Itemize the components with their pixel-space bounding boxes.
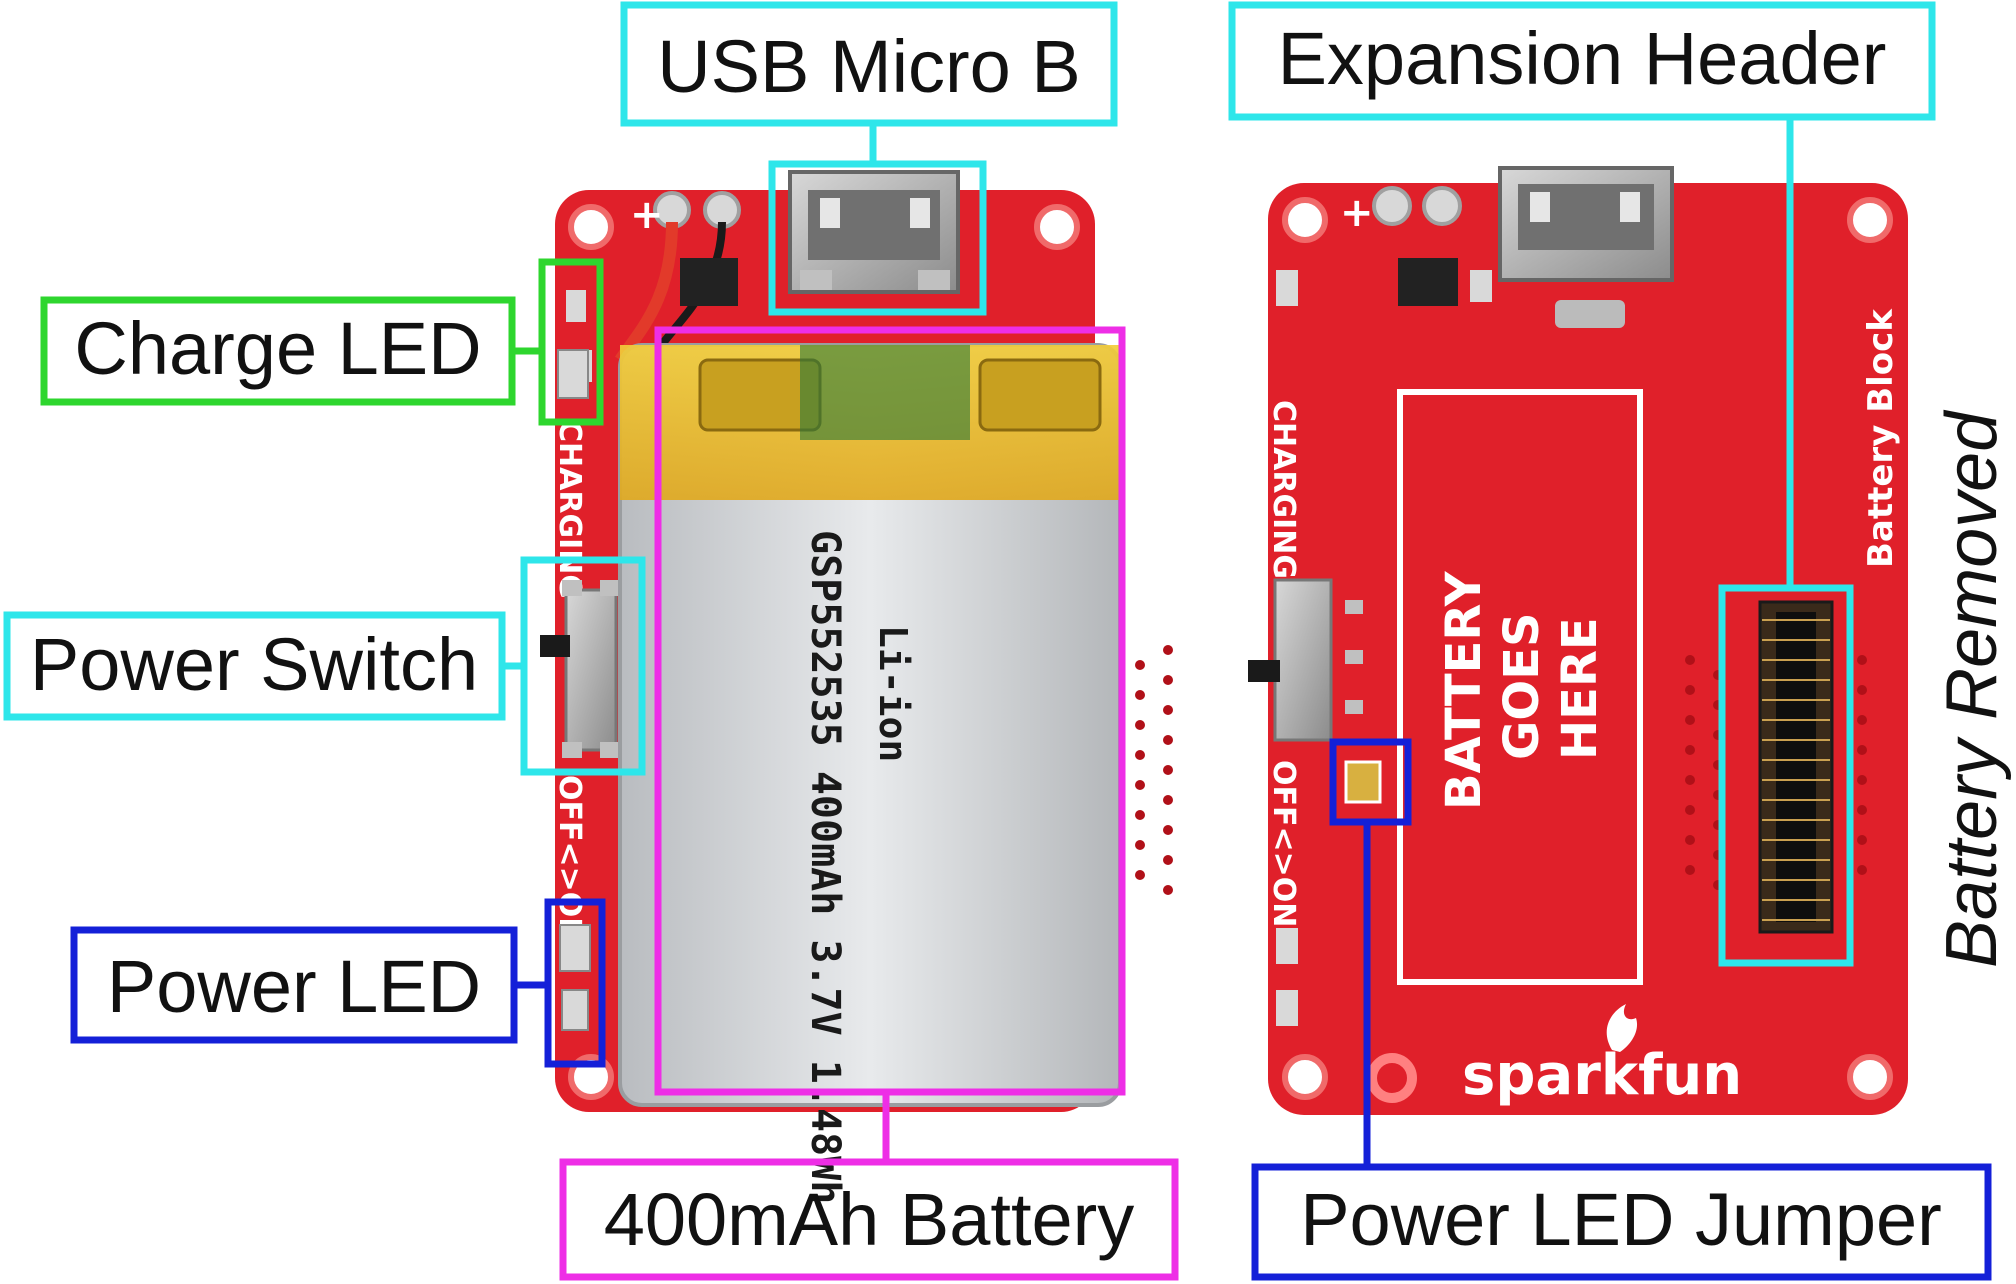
mounting-hole <box>1847 197 1893 243</box>
usb-callout-box <box>620 1 1118 127</box>
usb-connector-right <box>1498 166 1674 328</box>
mounting-hole <box>1847 1054 1893 1100</box>
battery-cell <box>618 343 1122 1107</box>
mounting-hole <box>1282 1054 1328 1100</box>
power-switch-component <box>540 580 620 758</box>
label-charge-led: Charge LED <box>74 307 481 390</box>
mounting-hole <box>1282 197 1328 243</box>
charger-ic-right <box>1398 258 1458 306</box>
power-switch-component-right <box>1248 578 1363 742</box>
expansion-highlight <box>1718 584 1854 967</box>
battery-pad <box>703 191 741 229</box>
sparkfun-flame-icon <box>1606 1004 1638 1052</box>
power-led-jumper-pads <box>1344 760 1382 804</box>
power-led-resistor-right <box>1276 990 1298 1026</box>
sparkfun-wordmark: sparkfun <box>1462 1043 1742 1108</box>
label-usb-micro-b: USB Micro B <box>657 25 1081 108</box>
via-field-left <box>1135 645 1173 895</box>
power-led-resistor <box>561 989 589 1031</box>
mounting-hole <box>568 204 614 250</box>
power-led-component-right <box>1276 928 1298 964</box>
silk-battery-block-right: Battery Block <box>1861 308 1901 568</box>
silk-battery-goes-here-3: HERE <box>1552 617 1608 760</box>
battery-outline <box>1397 389 1643 985</box>
silk-battery-goes-here-1: BATTERY <box>1436 570 1492 810</box>
battery-pad <box>1422 186 1462 226</box>
label-power-switch: Power Switch <box>30 623 478 706</box>
silk-plus-right: + <box>1340 190 1374 236</box>
right-board: + CHARGING OFF<>ON BATTERY GOES HERE Bat… <box>1248 166 1908 1115</box>
label-400mah-battery: 400mAh Battery <box>604 1178 1135 1261</box>
battery-print-chem: Li-ion <box>871 625 915 762</box>
silk-plus: + <box>630 192 664 238</box>
left-board: + CHARGING OFF<>ON <box>540 170 1197 1204</box>
resistor <box>1470 270 1492 302</box>
mounting-hole <box>1034 204 1080 250</box>
silk-charging-left: CHARGING <box>552 420 587 599</box>
jumper-callout-box <box>1251 1163 1992 1281</box>
charge-led-highlight <box>538 258 604 426</box>
label-battery-removed: Battery Removed <box>1932 410 2012 968</box>
battery-pad <box>1372 186 1412 226</box>
callouts <box>3 1 1992 1281</box>
silk-off-on-left: OFF<>ON <box>552 775 587 942</box>
charge-led-component-right <box>1276 270 1298 306</box>
label-expansion-header: Expansion Header <box>1278 17 1887 100</box>
power-led-component <box>559 924 591 972</box>
battery-callout-box <box>559 1158 1179 1281</box>
silk-battery-goes-here-2: GOES <box>1494 612 1550 760</box>
gear-icon <box>1367 1053 1417 1103</box>
resistor <box>566 290 586 322</box>
silk-charging-right: CHARGING <box>1266 400 1301 579</box>
right-pcb <box>1268 183 1908 1115</box>
silk-off-on-right: OFF<>ON <box>1266 760 1301 927</box>
power-led-highlight <box>544 898 606 1068</box>
battery-highlight <box>654 326 1126 1096</box>
expansion-callout-box <box>1228 1 1936 121</box>
charge-led-component <box>557 349 589 399</box>
label-power-led: Power LED <box>107 945 481 1028</box>
label-power-led-jumper: Power LED Jumper <box>1300 1178 1942 1261</box>
usb-highlight <box>768 160 987 316</box>
silk-battery-block-left: Battery Block <box>1157 308 1197 568</box>
expansion-header-component <box>1758 600 1834 934</box>
usb-connector-left <box>788 170 960 294</box>
power-switch-highlight <box>520 556 646 776</box>
charger-ic <box>680 258 738 306</box>
battery-print-spec: GSP552535 400mAh 3.7V 1.48Wh <box>802 530 848 1204</box>
